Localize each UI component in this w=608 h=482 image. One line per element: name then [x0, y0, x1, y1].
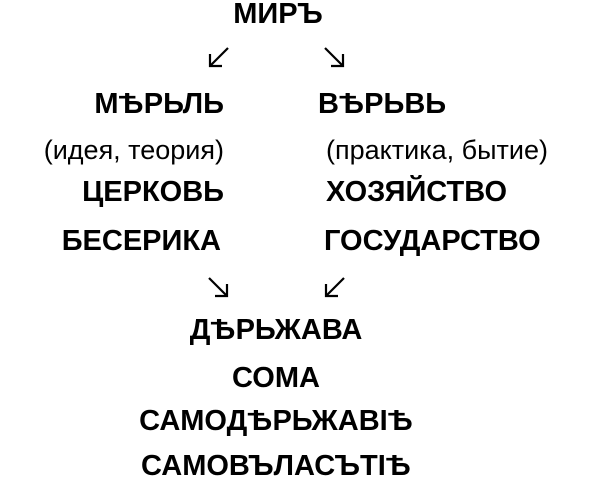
right-note: (практика, бытие) [326, 135, 548, 165]
left-note: (идея, теория) [43, 135, 224, 165]
arrow-bottom-left-icon [206, 275, 230, 299]
arrow-top-right-icon [322, 45, 346, 69]
top-node: МИРЪ [233, 0, 323, 30]
bottom-line-4: САМОВЪЛАСЪТIѢ [141, 450, 411, 482]
left-item-2: БЕСЕРИКА [61, 225, 221, 257]
right-item-1: ХОЗЯЙСТВО [326, 176, 507, 208]
right-item-2: ГОСУДАРСТВО [324, 225, 541, 257]
arrow-bottom-right-icon [323, 275, 347, 299]
arrow-top-left-icon [207, 45, 231, 69]
bottom-line-2: СОМА [232, 362, 320, 394]
bottom-line-3: САМОДѢРЬЖАВIѢ [139, 405, 413, 437]
right-heading: ВѢРЬВЬ [318, 88, 447, 120]
left-item-1: ЦЕРКОВЬ [82, 176, 224, 208]
bottom-line-1: ДѢРЬЖАВА [189, 314, 363, 346]
left-heading: МѢРЬЛЬ [94, 88, 224, 120]
